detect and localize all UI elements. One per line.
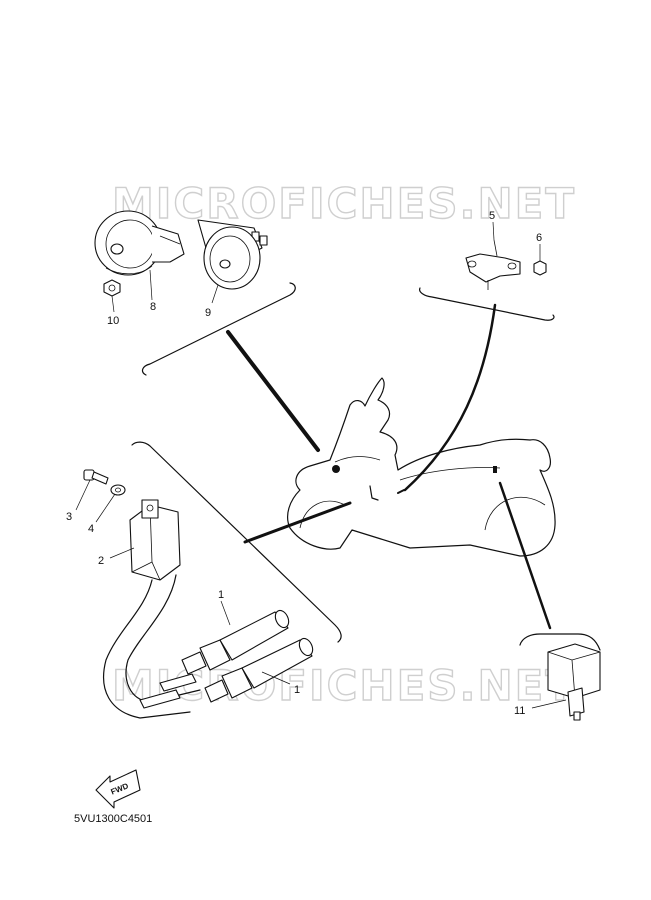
coil-washer (110, 484, 126, 496)
ignition-coil (102, 499, 201, 719)
callout-1-lower: 1 (294, 684, 300, 696)
diagram-code: 5VU1300C4501 (74, 813, 153, 825)
horn-nut (103, 279, 121, 297)
callout-5: 5 (489, 210, 495, 222)
coil-callout-frame (131, 441, 342, 643)
horn-high (197, 219, 268, 290)
switch-pointer-line (403, 303, 497, 492)
coil-bolt (83, 469, 109, 485)
relay (547, 643, 601, 721)
relay-callout-frame (519, 633, 601, 651)
sidestand-switch (465, 239, 521, 290)
plug-cap-lower (204, 637, 314, 703)
horn-low (94, 210, 185, 276)
callout-1-upper: 1 (218, 589, 224, 601)
coil-pointer-line (243, 501, 352, 544)
callout-8: 8 (150, 301, 156, 313)
horn-pointer-line (226, 330, 320, 452)
callout-10: 10 (107, 315, 119, 327)
watermark-top: MICROFICHES.NET (112, 179, 576, 228)
callout-3: 3 (66, 511, 72, 523)
plug-cap-upper (181, 609, 290, 675)
callout-9: 9 (205, 307, 211, 319)
callout-2: 2 (98, 555, 104, 567)
switch-nut (533, 260, 547, 276)
horn-callout-frame (141, 282, 296, 376)
scooter-outline (287, 377, 556, 557)
callout-11: 11 (514, 705, 525, 717)
callout-4: 4 (88, 523, 94, 535)
callout-6: 6 (536, 232, 542, 244)
fwd-arrow-icon: FWD (95, 769, 141, 809)
switch-callout-frame (419, 287, 555, 321)
